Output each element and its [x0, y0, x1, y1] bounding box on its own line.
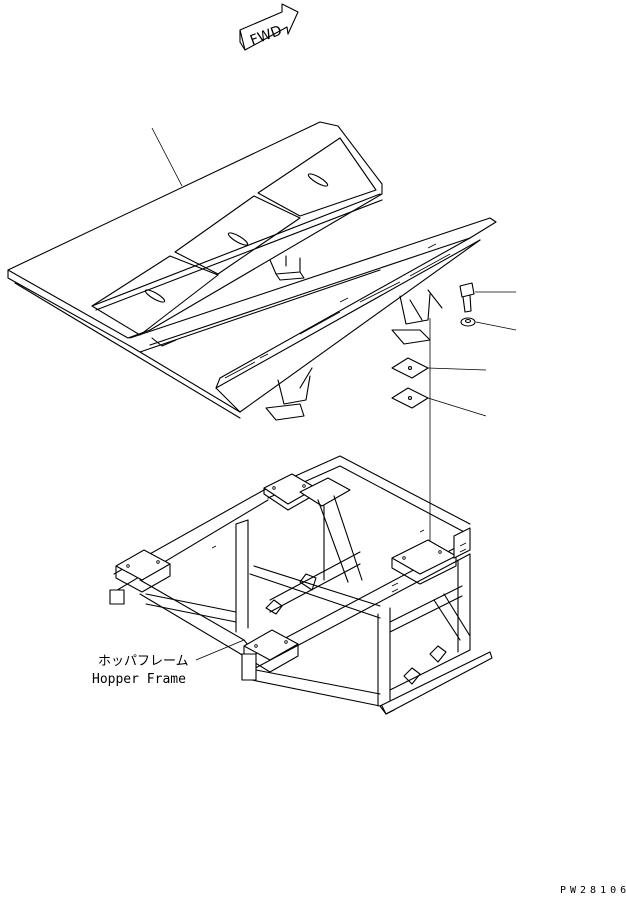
- hopper-frame-label-en: Hopper Frame: [92, 672, 186, 687]
- hopper-frame-label-jp: ホッパフレーム: [98, 654, 189, 669]
- floor-plate-assembly: [7, 121, 497, 421]
- washer-icon: [460, 317, 517, 331]
- shim-plate-lower-icon: [391, 387, 487, 417]
- bolt-icon: [459, 282, 516, 313]
- hopper-frame: [109, 455, 493, 715]
- shim-plate-upper-icon: [391, 357, 487, 379]
- fwd-arrow-icon: [239, 3, 299, 51]
- drawing-code: PW28106: [560, 885, 626, 896]
